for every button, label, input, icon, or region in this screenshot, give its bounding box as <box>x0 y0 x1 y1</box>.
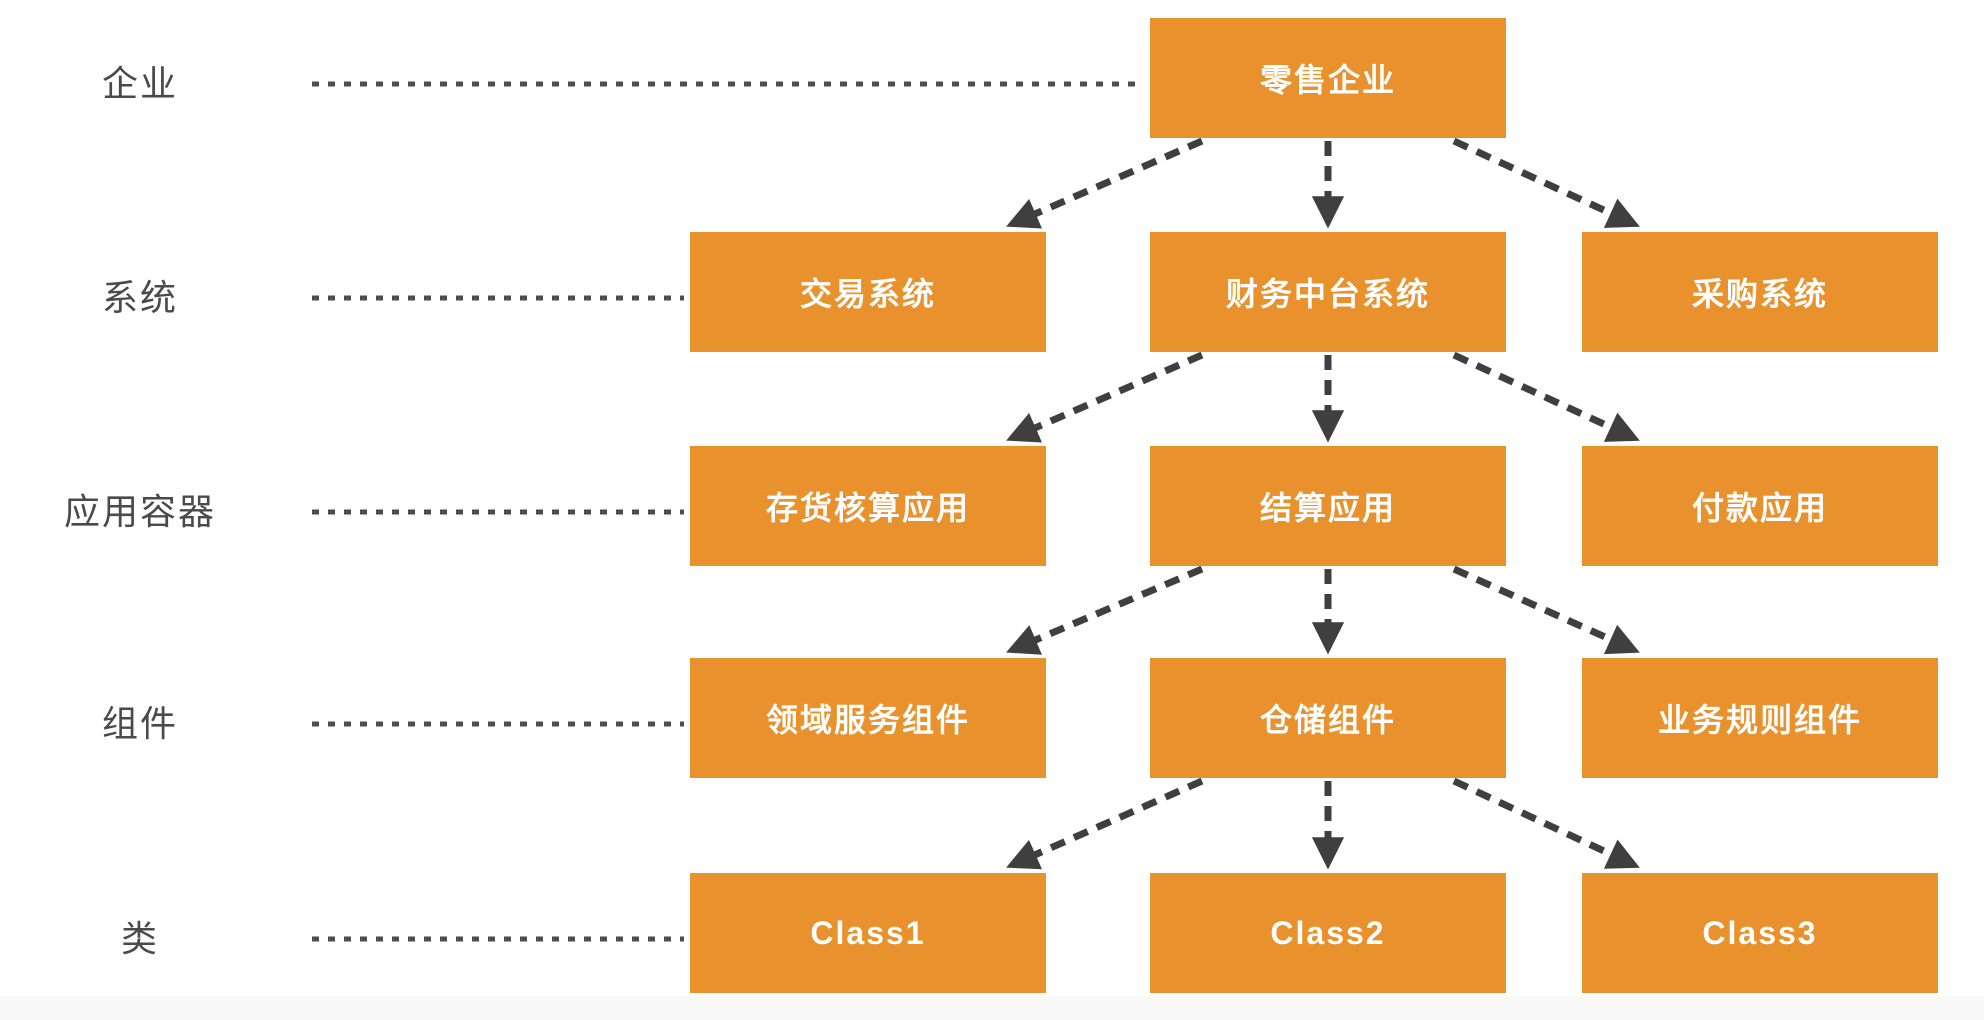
node-business-rule-component: 业务规则组件 <box>1582 658 1938 778</box>
edge-arrow <box>1452 137 1640 228</box>
node-retail-enterprise: 零售企业 <box>1150 18 1506 138</box>
node-inventory-accounting-app: 存货核算应用 <box>690 446 1046 566</box>
level-label-component: 组件 <box>101 703 178 744</box>
node-repository-component: 仓储组件 <box>1150 658 1506 778</box>
edge-arrow <box>1452 777 1640 869</box>
edge-arrow <box>1452 565 1640 655</box>
node-class3: Class3 <box>1582 873 1938 993</box>
edge-arrow <box>1006 351 1204 443</box>
bottom-strip <box>0 996 1984 1020</box>
edge-arrow <box>1452 351 1640 442</box>
node-finance-mid-system: 财务中台系统 <box>1150 232 1506 352</box>
node-domain-service-component: 领域服务组件 <box>690 658 1046 778</box>
node-trading-system: 交易系统 <box>690 232 1046 352</box>
edge-arrow <box>1006 777 1204 870</box>
level-label-enterprise: 企业 <box>101 63 178 104</box>
level-label-container: 应用容器 <box>63 491 216 532</box>
node-class2: Class2 <box>1150 873 1506 993</box>
level-label-class: 类 <box>120 918 159 959</box>
node-settlement-app: 结算应用 <box>1150 446 1506 566</box>
level-label-system: 系统 <box>101 277 178 318</box>
edge-arrow <box>1006 137 1204 229</box>
edge-arrow <box>1006 565 1204 655</box>
node-class1: Class1 <box>690 873 1046 993</box>
node-payment-app: 付款应用 <box>1582 446 1938 566</box>
node-procurement-system: 采购系统 <box>1582 232 1938 352</box>
